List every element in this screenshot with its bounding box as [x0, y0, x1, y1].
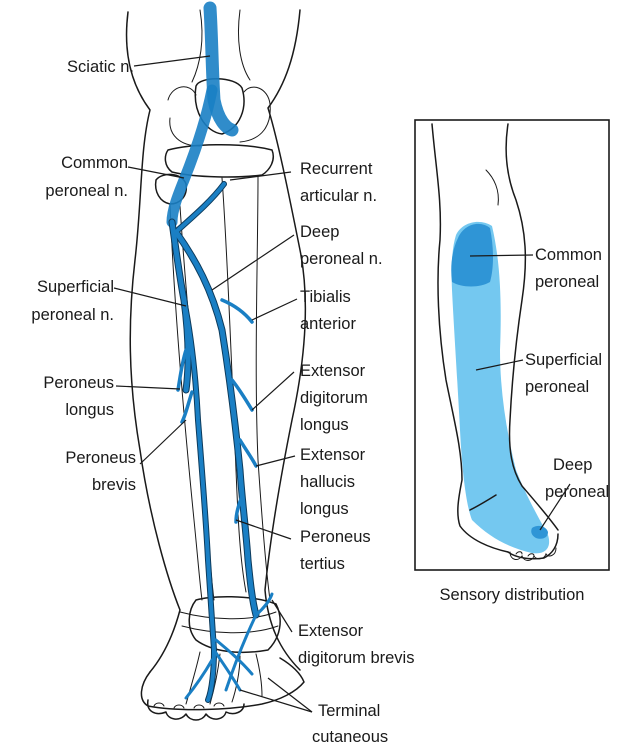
label-superficial-2: peroneal n. [31, 306, 114, 324]
label-sciatic: Sciatic n. [67, 58, 134, 76]
label-common-peroneal-2: peroneal n. [45, 182, 128, 200]
label-peroneus-tertius-1: Peroneus [300, 528, 371, 546]
label-peroneus-tertius-2: tertius [300, 555, 345, 573]
metatarsals [186, 652, 262, 704]
inset-caption: Sensory distribution [440, 586, 585, 604]
main-labels: Sciatic n. Common peroneal n. Recurrent … [31, 58, 414, 746]
label-ehl-3: longus [300, 500, 349, 518]
label-common-peroneal-1: Common [61, 154, 128, 172]
label-edb-2: digitorum brevis [298, 649, 414, 667]
branch-tibialis-anterior [222, 300, 252, 322]
label-ehl-1: Extensor [300, 446, 366, 464]
label-superficial-1: Superficial [37, 278, 114, 296]
label-edl-1: Extensor [300, 362, 366, 380]
label-edl-3: longus [300, 416, 349, 434]
label-edl-2: digitorum [300, 389, 368, 407]
label-peroneus-longus-2: longus [65, 401, 114, 419]
label-peroneus-brevis-2: brevis [92, 476, 136, 494]
inset-label-deep-2: peroneal [545, 483, 609, 501]
sensory-inset: Common peroneal Superficial peroneal Dee… [415, 120, 609, 604]
retinaculum [180, 612, 278, 633]
femur-bone [192, 10, 250, 82]
inset-label-superficial-2: peroneal [525, 378, 589, 396]
label-ehl-2: hallucis [300, 473, 355, 491]
inset-label-common-1: Common [535, 246, 602, 264]
label-terminal-2: cutaneous [312, 728, 388, 746]
label-peroneus-longus-1: Peroneus [43, 374, 114, 392]
label-recurrent-1: Recurrent [300, 160, 373, 178]
toe-nails [154, 703, 224, 708]
inset-label-common-2: peroneal [535, 273, 599, 291]
label-tibialis-1: Tibialis [300, 288, 351, 306]
label-terminal-1: Terminal [318, 702, 380, 720]
label-deep-2: peroneal n. [300, 250, 383, 268]
inset-label-deep-1: Deep [553, 456, 592, 474]
label-recurrent-2: articular n. [300, 187, 377, 205]
label-peroneus-brevis-1: Peroneus [65, 449, 136, 467]
label-deep-1: Deep [300, 223, 339, 241]
label-tibialis-2: anterior [300, 315, 356, 333]
leg-outline-left [127, 12, 180, 672]
sciatic-nerve [210, 8, 232, 130]
leg-illustration [127, 8, 306, 720]
inset-label-superficial-1: Superficial [525, 351, 602, 369]
deep-peroneal-nerve [176, 232, 256, 615]
label-edb-1: Extensor [298, 622, 364, 640]
